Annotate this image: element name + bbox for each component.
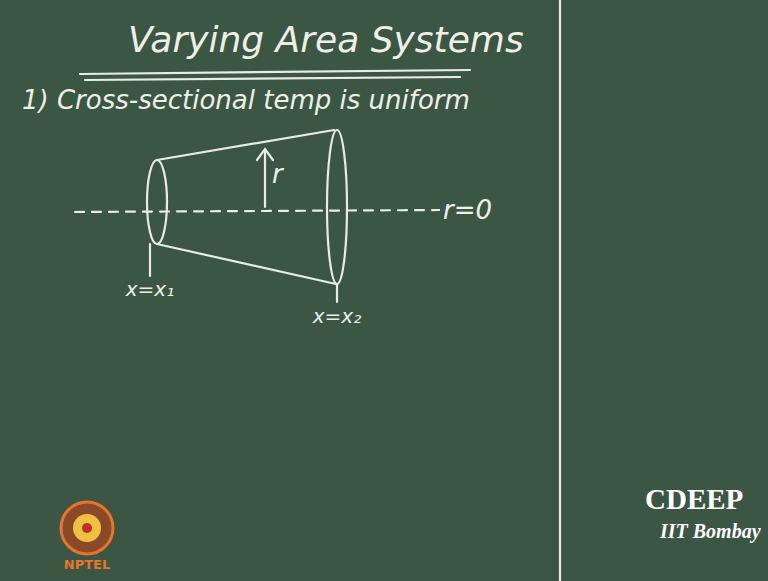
radius-arrow (264, 150, 266, 207)
position-label: x=x₂ (313, 305, 361, 327)
leader-line (336, 284, 338, 302)
axis-line (75, 210, 440, 212)
cone-bottom-edge (157, 244, 336, 284)
logo-ring (61, 502, 113, 554)
lecture-title: Varying Area Systems (128, 20, 524, 60)
watermark: CDEEP (645, 484, 743, 516)
axis-label: r=0 (440, 196, 495, 225)
nptel-logo (61, 502, 113, 554)
logo-core (73, 514, 101, 542)
topic-heading: 1) Cross-sectional temp is uniform (22, 86, 470, 115)
title-underline (85, 77, 460, 80)
logo-center (82, 523, 92, 533)
large-end-section (327, 130, 347, 284)
title-underline (80, 70, 470, 74)
leader-line (149, 244, 151, 276)
cone-top-edge (157, 130, 334, 160)
radius-arrowhead (257, 149, 273, 160)
position-label: x=x₁ (126, 278, 174, 300)
board-divider (559, 0, 561, 581)
logo-text: NPTEL (64, 558, 110, 572)
small-end-section (147, 160, 167, 244)
watermark: IIT Bombay (660, 520, 761, 542)
radius-label: r (272, 160, 283, 189)
